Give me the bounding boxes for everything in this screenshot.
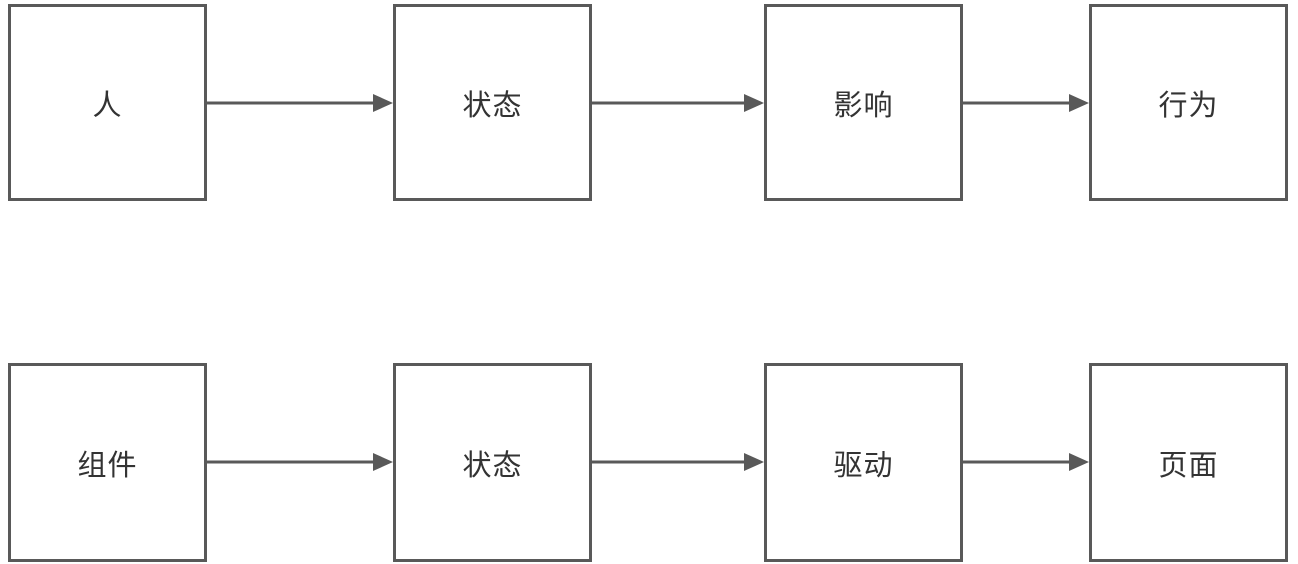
node-drive: 驱动 [764, 363, 963, 562]
node-label: 状态 [462, 449, 523, 482]
arrow-person-state [207, 94, 393, 112]
node-label: 组件 [77, 449, 138, 482]
node-behavior: 行为 [1089, 4, 1288, 201]
arrow-state-drive [592, 453, 764, 471]
node-influence: 影响 [764, 4, 963, 201]
node-state-top: 状态 [393, 4, 592, 201]
node-label: 状态 [462, 89, 523, 122]
node-state-bottom: 状态 [393, 363, 592, 562]
node-label: 驱动 [833, 449, 894, 482]
arrow-influence-behavior [963, 94, 1089, 112]
arrow-drive-page [963, 453, 1089, 471]
node-label: 页面 [1158, 449, 1219, 482]
node-page: 页面 [1089, 363, 1288, 562]
node-label: 人 [92, 89, 123, 122]
node-component: 组件 [8, 363, 207, 562]
arrow-state-influence [592, 94, 764, 112]
arrow-component-state [207, 453, 393, 471]
node-label: 影响 [833, 89, 894, 122]
node-label: 行为 [1158, 89, 1219, 122]
node-person: 人 [8, 4, 207, 201]
